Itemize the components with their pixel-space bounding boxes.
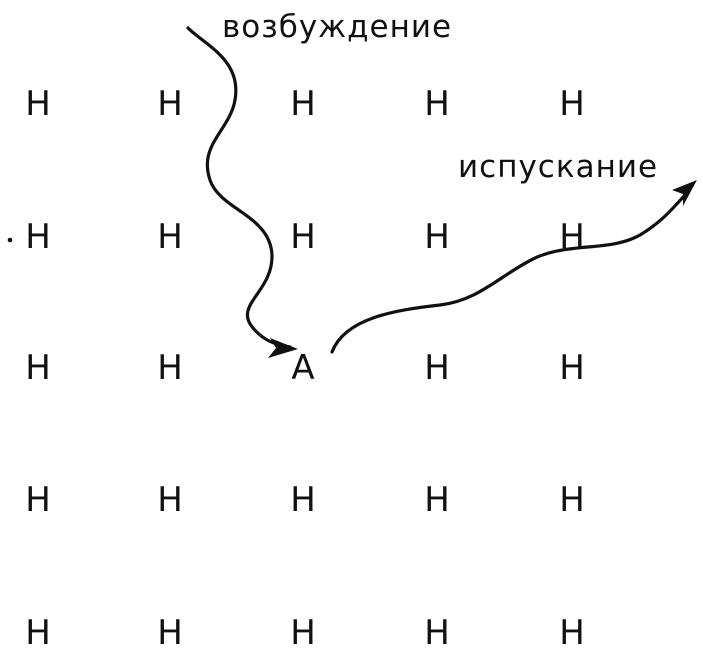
lattice-atom-label: H: [157, 613, 183, 653]
lattice-atom-label: H: [559, 348, 585, 388]
lattice-atom-label: H: [25, 217, 51, 257]
excitation-wavy-arrow: [186, 26, 292, 349]
lattice-atom-label: H: [559, 84, 585, 124]
lattice-atom-label: H: [559, 480, 585, 520]
lattice-atom-label: H: [290, 217, 316, 257]
lattice-atom-label: H: [157, 217, 183, 257]
lattice-atom-label: H: [157, 480, 183, 520]
lattice-atom-label: H: [290, 613, 316, 653]
excitation-label: возбуждение: [222, 9, 452, 45]
emission-wavy-arrow: [330, 190, 690, 354]
lattice-atom-label: H: [25, 613, 51, 653]
emission-arrow-head: [672, 180, 697, 206]
lattice-atom-label: H: [424, 480, 450, 520]
lattice-atom-label: H: [290, 84, 316, 124]
lattice-atom-label: H: [25, 348, 51, 388]
lattice-atom-label: H: [25, 84, 51, 124]
lattice-atom-label: H: [424, 217, 450, 257]
lattice-atom-label: H: [424, 348, 450, 388]
emission-label: испускание: [458, 149, 658, 185]
acceptor-atom-label: A: [291, 348, 314, 388]
atom-lattice: H H H H H H H H H H H H A H H H H H H H H H H H H: [25, 84, 585, 653]
excitation-arrow-head: [268, 338, 298, 358]
lattice-atom-label: H: [559, 613, 585, 653]
stray-dot: [7, 237, 13, 243]
lattice-atom-label: H: [424, 84, 450, 124]
lattice-atom-label: H: [157, 348, 183, 388]
lattice-atom-label: H: [157, 84, 183, 124]
lattice-atom-label: H: [424, 613, 450, 653]
lattice-atom-label: H: [25, 480, 51, 520]
lattice-atom-label: H: [559, 217, 585, 257]
lattice-atom-label: H: [290, 480, 316, 520]
